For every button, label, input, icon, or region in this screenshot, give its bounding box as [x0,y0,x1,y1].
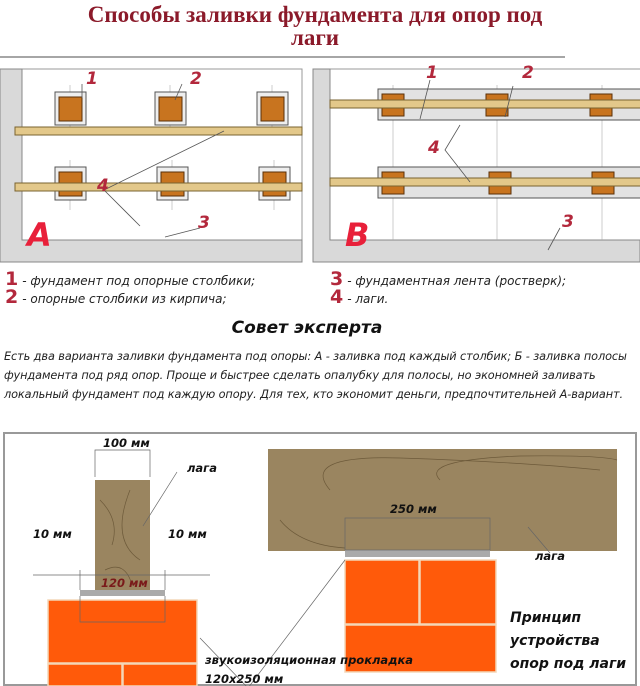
label-sound-pad-size: 120x250 мм [205,672,284,686]
caption-line1: Принцип [510,610,581,626]
marker-1-a: 1 [86,69,98,89]
diagram-a: 1 2 4 3 A [0,68,303,263]
dimension-100mm: 100 мм [103,436,150,450]
page-title-line2: лаги [290,25,340,50]
strip-foundation-wall-b [312,68,640,263]
legend-text: - фундамент под опорные столбики; [22,274,256,288]
marker-4-b: 4 [427,138,440,158]
legend-text: - опорные столбики из кирпича; [22,292,227,306]
joists-b [329,99,640,187]
legend-number: 2 [5,286,19,308]
support-detail: 100 мм лага 10 мм 10 мм 120 мм 250 мм ла… [3,432,637,686]
diagram-a-letter: A [24,216,52,254]
legend-number: 3 [330,268,344,290]
marker-4-a: 4 [96,176,109,196]
legend-item-3: 3- фундаментная лента (ростверк); [330,268,566,290]
legend-item-2: 2- опорные столбики из кирпича; [5,286,227,308]
marker-2-a: 2 [190,69,202,89]
legend-number: 4 [330,286,344,308]
marker-3-a: 3 [198,213,210,233]
legend-text: - лаги. [347,292,389,306]
dimension-250mm: 250 мм [390,502,437,516]
sound-pad-left [80,590,165,596]
legend-item-1: 1- фундамент под опорные столбики; [5,268,255,290]
joist-side-right [268,449,617,551]
page-title-line1: Способы заливки фундамента для опор под [87,2,543,27]
caption-line3: опор под лаги [510,656,626,672]
diagram-b-letter: B [345,216,369,254]
joist-section-left [95,480,150,591]
marker-3-b: 3 [562,212,574,232]
dimension-gap-right: 10 мм [168,527,207,541]
advice-title: Совет эксперта [231,318,383,338]
label-sound-pad: звукоизоляционная прокладка [204,653,413,667]
dimension-gap-left: 10 мм [33,527,72,541]
label-joist-left: лага [187,461,217,475]
panel-a-frame [0,68,303,263]
joists-a [14,126,303,192]
marker-2-b: 2 [522,63,534,83]
strip-foundation-wall-a [0,68,303,263]
advice-text: Есть два варианта заливки фундамента под… [4,350,627,401]
legend-item-4: 4- лаги. [330,286,388,308]
diagram-b: 1 2 4 3 B [312,63,640,263]
marker-1-b: 1 [426,63,438,83]
dimension-120mm: 120 мм [101,576,148,590]
legend-text: - фундаментная лента (ростверк); [347,274,567,288]
brick-pillar-right [344,559,497,673]
label-joist-right: лага [535,549,565,563]
brick-pillar-left [47,599,198,686]
sound-pad-right [345,550,490,557]
legend-number: 1 [5,268,19,290]
caption-line2: устройства [510,633,600,649]
